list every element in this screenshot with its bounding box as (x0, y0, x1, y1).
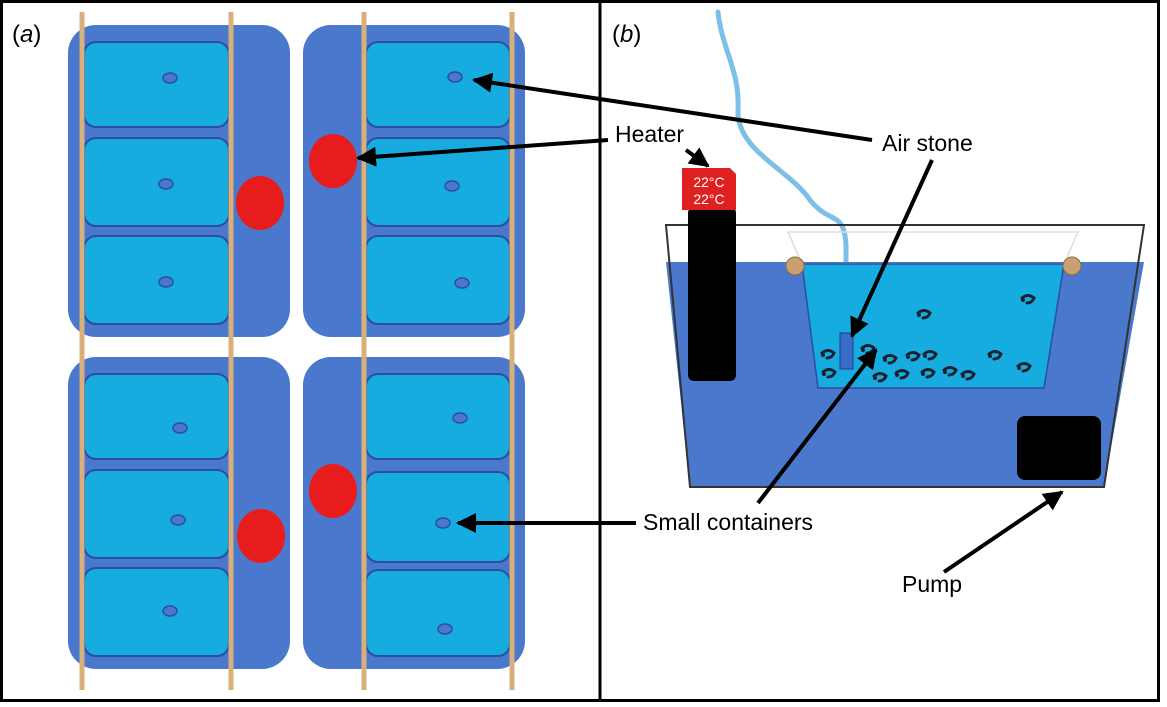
tank-top-left (68, 25, 290, 337)
air-stone-icon (437, 623, 453, 635)
heater-display-line2: 22°C (693, 191, 724, 207)
arrow-airstone-to-b (850, 159, 934, 338)
small-container (83, 137, 230, 227)
small-container (365, 373, 511, 460)
air-stone-icon (162, 605, 178, 617)
air-stone-icon (444, 180, 460, 192)
panel-b-label: (b) (612, 21, 641, 48)
air-stone-icon (452, 412, 468, 424)
tank-top-right (303, 25, 525, 337)
air-stone-icon (839, 332, 854, 370)
heater-icon (237, 509, 285, 563)
air-tube (715, 9, 849, 338)
small-container (365, 569, 511, 657)
panel-a-label: (a) (12, 21, 41, 48)
float-icon (1062, 256, 1082, 276)
tank-bottom-left (68, 357, 290, 669)
air-stone-icon (158, 178, 174, 190)
arrow-pump (942, 490, 1064, 574)
pump-icon (1017, 416, 1101, 480)
air-stone-icon (447, 71, 463, 83)
arrow-heater-to-a (356, 138, 609, 167)
small-container (365, 235, 511, 325)
small-container (83, 567, 230, 657)
small-container (83, 41, 230, 128)
air-stone-icon (454, 277, 470, 289)
tank-bottom-right (303, 357, 525, 669)
air-stone-icon (158, 276, 174, 288)
heater-icon: 22°C 22°C (682, 168, 736, 381)
panel-b: (b) (612, 9, 1146, 488)
float-icon (785, 256, 805, 276)
heater-icon (309, 464, 357, 518)
heater-label: Heater (615, 121, 684, 147)
heater-icon (309, 134, 357, 188)
support-ropes (79, 12, 515, 690)
small-container (365, 471, 511, 563)
air-stone-icon (172, 422, 188, 434)
small-container (83, 235, 230, 325)
air-stone-icon (170, 514, 186, 526)
arrow-airstone-to-a (472, 72, 873, 142)
small-container (83, 469, 230, 559)
heater-icon (236, 176, 284, 230)
air-stone-icon (162, 72, 178, 84)
small-container (83, 373, 230, 460)
air-stone-label: Air stone (882, 130, 973, 156)
arrow-heater-to-b (684, 147, 710, 168)
callouts: Heater Air stone Small containers Pump (356, 72, 1064, 597)
arrow-containers-to-b (756, 348, 878, 505)
air-stone-icon (435, 517, 451, 529)
small-container (365, 41, 511, 128)
heater-display-line1: 22°C (693, 174, 724, 190)
pump-label: Pump (902, 571, 962, 597)
small-containers-label: Small containers (643, 509, 813, 535)
panel-a: (a) (12, 12, 525, 690)
